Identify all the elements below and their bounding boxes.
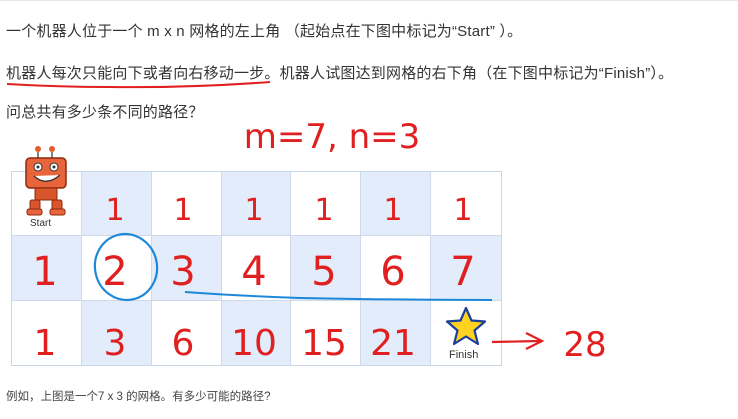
finish-label: Finish [449, 349, 479, 361]
robot-icon [25, 146, 67, 216]
problem-line-1: 一个机器人位于一个 m x n 网格的左上角 （起始点在下图中标记为“Start… [6, 23, 523, 40]
dims-annotation: m=7, n=3 [244, 117, 421, 157]
start-label: Start [30, 218, 52, 229]
grid-cell [361, 236, 432, 301]
grid-cell [12, 236, 82, 301]
star-icon [445, 306, 487, 346]
grid-diagram [11, 171, 502, 366]
problem-line-2: 机器人每次只能向下或者向右移动一步。机器人试图达到网格的右下角（在下图中标记为“… [6, 65, 674, 82]
grid-cell [151, 236, 222, 301]
grid-cell [151, 172, 222, 237]
grid-cell [221, 236, 292, 301]
grid-cell [12, 172, 82, 237]
grid-cell [152, 300, 222, 365]
grid-cell [431, 236, 501, 301]
grid-cell [361, 300, 432, 365]
grid-cell [291, 172, 362, 237]
grid-cell [291, 300, 362, 365]
grid-cell [81, 300, 152, 365]
top-divider [0, 0, 738, 1]
grid-cell [81, 172, 152, 237]
grid-cell [81, 236, 152, 301]
grid-cell [221, 172, 292, 237]
answer-number: 28 [563, 325, 606, 365]
example-caption: 例如，上图是一个7 x 3 的网格。有多少可能的路径? [6, 391, 271, 403]
grid-cell [221, 300, 292, 365]
grid-cell [291, 236, 362, 301]
problem-line-3: 问总共有多少条不同的路径？ [6, 104, 204, 121]
grid-cell [12, 300, 82, 365]
grid-cell [361, 172, 432, 237]
grid-cell [431, 172, 501, 237]
